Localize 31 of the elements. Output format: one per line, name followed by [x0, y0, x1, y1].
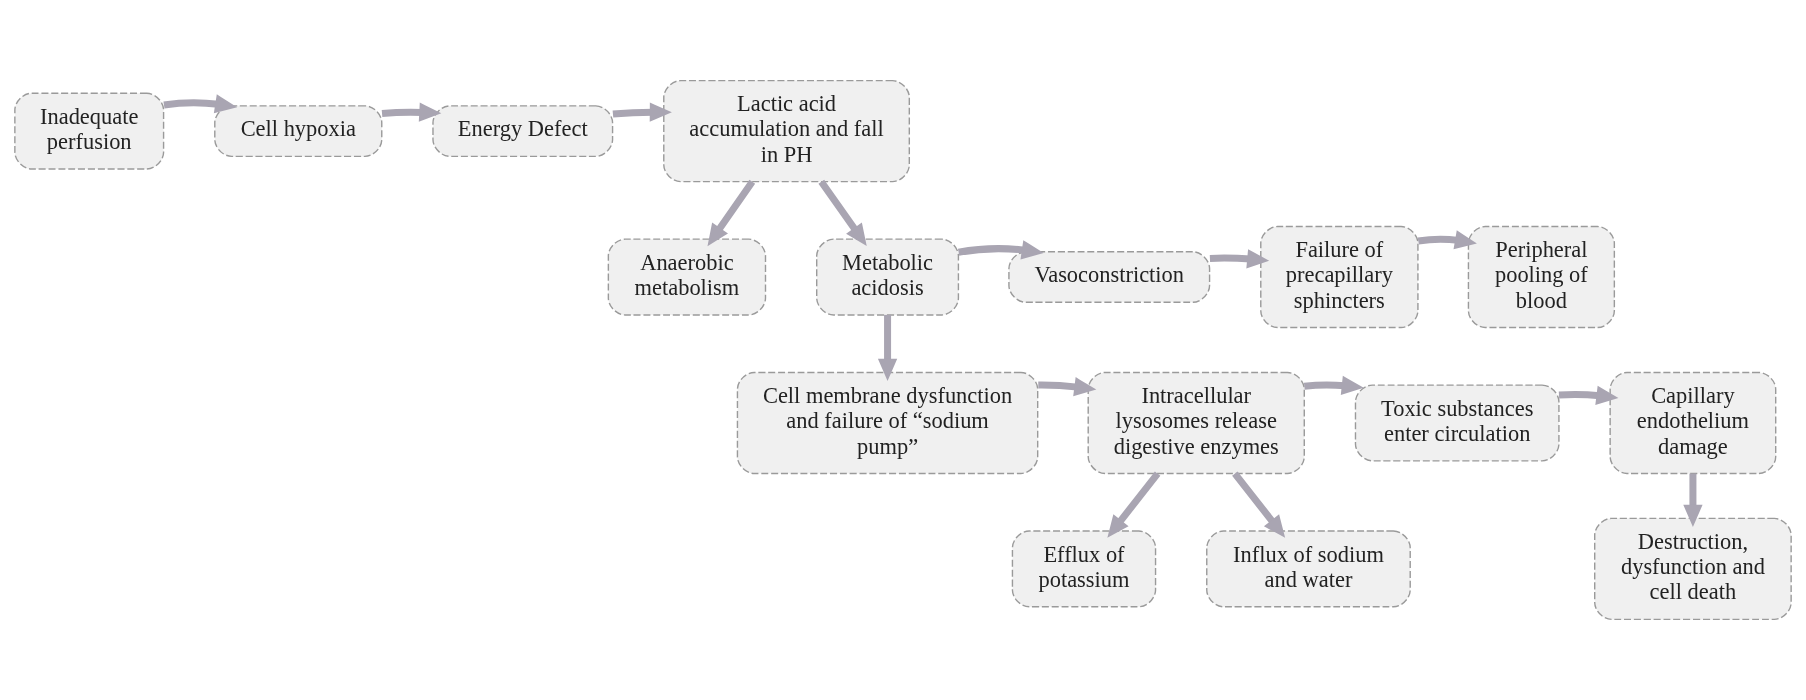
arrow [381, 102, 442, 122]
node-box: Metabolic acidosis [816, 238, 960, 316]
arrow [818, 179, 867, 247]
arrow [1303, 375, 1364, 396]
arrow [163, 94, 238, 114]
node-box: Capillary endothelium damage [1609, 371, 1777, 475]
arrow [1209, 249, 1270, 269]
arrow [1107, 471, 1161, 538]
arrow [1038, 377, 1097, 397]
node-box: Destruction, dysfunction and cell death [1594, 517, 1792, 621]
arrow [1558, 385, 1619, 405]
arrow [1683, 473, 1703, 527]
node-box: Energy Defect [432, 105, 614, 158]
node-box: Anaerobic metabolism [607, 238, 767, 316]
node-box: Toxic substances enter circulation [1354, 384, 1560, 462]
node-box: Lactic acid accumulation and fall in PH [663, 79, 910, 183]
node-box: Cell membrane dysfunction and failure of “sodium pump” [736, 371, 1039, 475]
arrow [1417, 230, 1477, 250]
node-box: Cell hypoxia [214, 105, 383, 158]
arrow [612, 102, 672, 122]
node-box: Inadequate perfusion [14, 92, 165, 170]
node-box: Peripheral pooling of blood [1467, 225, 1616, 329]
node-box: Intracellular lysosomes release digestive enzymes [1087, 371, 1305, 475]
node-box: Vasoconstriction [1008, 251, 1211, 303]
arrow [877, 314, 898, 381]
arrow [1232, 471, 1286, 538]
arrow [707, 179, 756, 247]
node-box: Efflux of potassium [1011, 530, 1157, 608]
node-box: Failure of precapillary sphincters [1260, 225, 1419, 329]
arrow [958, 240, 1044, 260]
node-box: Influx of sodium and water [1206, 530, 1411, 608]
